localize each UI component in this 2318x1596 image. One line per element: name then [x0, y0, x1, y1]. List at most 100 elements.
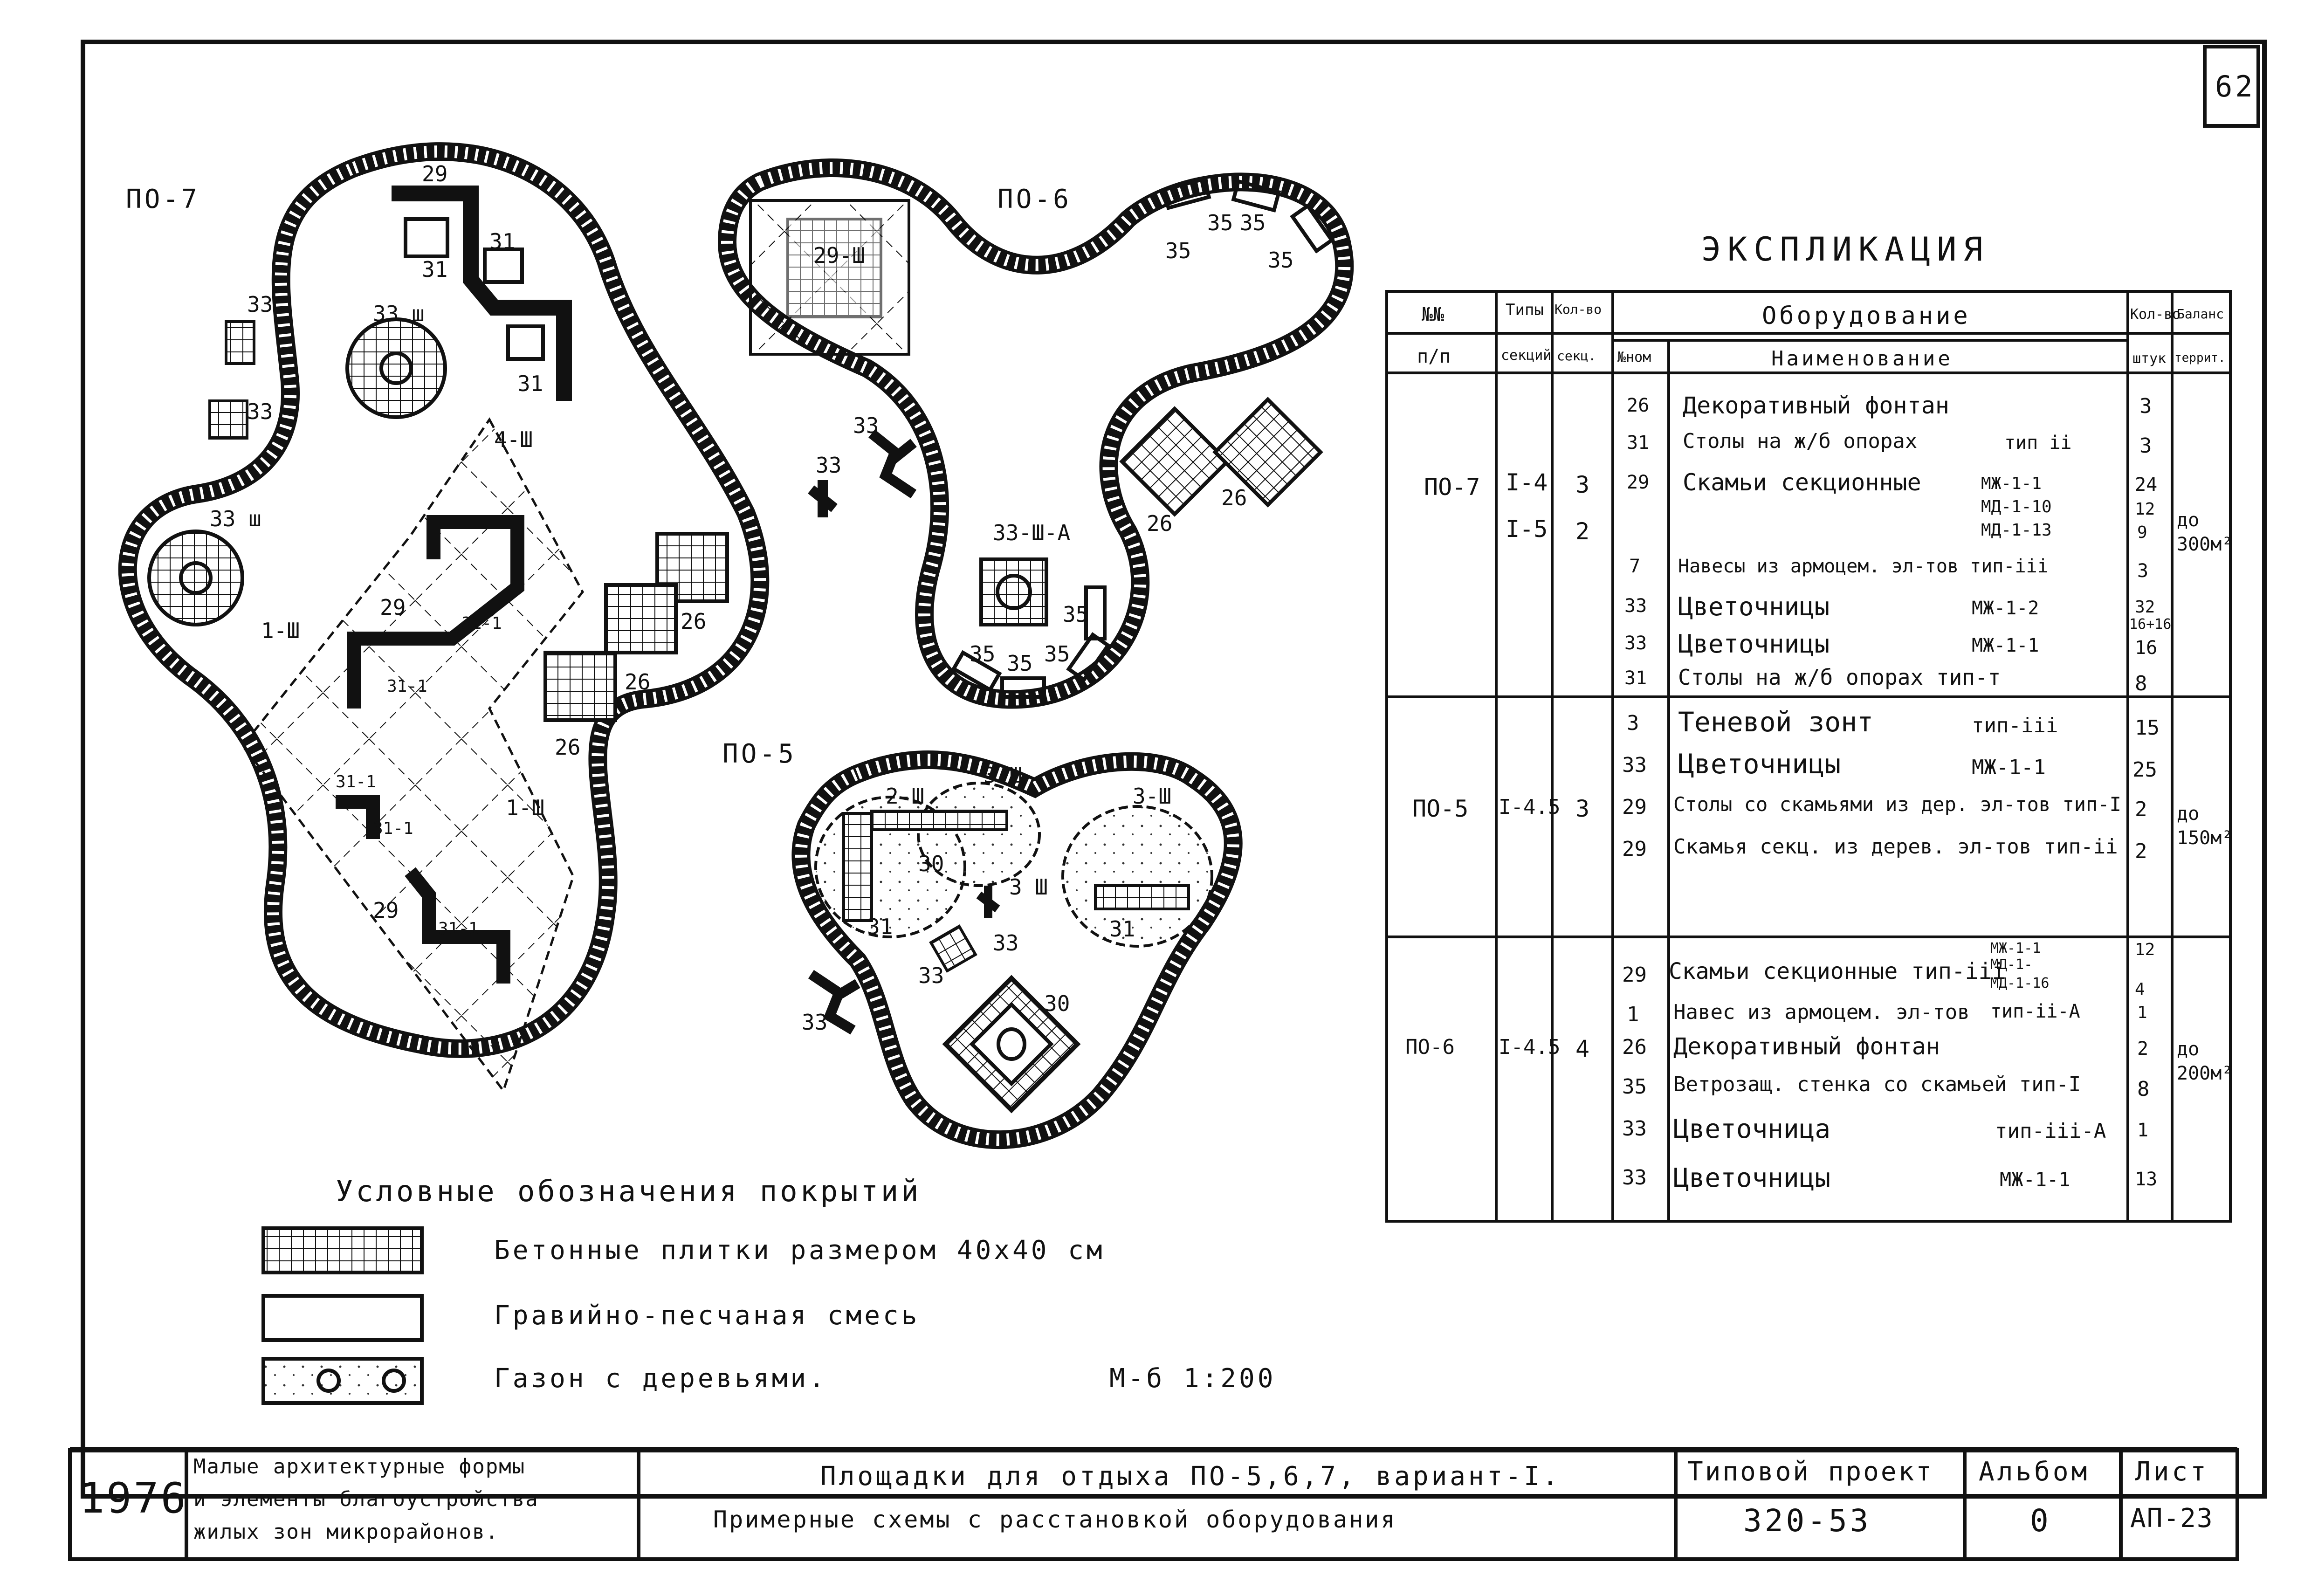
- plan-tag: 26: [1147, 511, 1173, 536]
- col-header-types2: секций: [1501, 347, 1552, 364]
- plan-tag: 4-Ш: [494, 427, 533, 452]
- plan-tag: 33: [853, 413, 879, 438]
- plan-tag: 30: [918, 851, 944, 876]
- legend-item-lawn: Газон с деревьями.: [494, 1363, 827, 1394]
- group-type: I-4.5: [1499, 795, 1561, 819]
- row-qty: 8: [2137, 1077, 2150, 1101]
- row-name: Скамьи секционные: [1683, 469, 1921, 496]
- row-name: Навес из армоцем. эл-тов: [1673, 1000, 1970, 1024]
- col-header-qty: Кол-во: [2130, 306, 2181, 323]
- row-qty: 8: [2135, 672, 2147, 695]
- row-type: МЖ-1-1: [1972, 756, 2046, 779]
- row-type: тип ii: [2004, 432, 2072, 454]
- row-name: Декоративный фонтан: [1673, 1033, 1940, 1060]
- plan-tag: 26: [681, 609, 707, 634]
- row-type: МД-1-: [1990, 956, 2033, 973]
- explication-title: ЭКСПЛИКАЦИЯ: [1701, 230, 1989, 268]
- plan-tag small: 31-1: [461, 614, 502, 633]
- col-header-types: Типы: [1506, 301, 1544, 319]
- explication-table-grid: [1385, 290, 2232, 1223]
- row-qty: 32: [2135, 598, 2155, 617]
- plan-tag: 26: [555, 735, 581, 760]
- row-no: 33: [1624, 633, 1647, 654]
- group-sections: 4: [1575, 1035, 1590, 1062]
- row-no: 29: [1622, 795, 1647, 819]
- row-qty: 2: [2135, 798, 2147, 821]
- plan-tag: 30: [1044, 991, 1070, 1016]
- row-name: Навесы из армоцем. эл-тов тип-iii: [1678, 556, 2049, 577]
- col-header-count2: секц.: [1557, 348, 1596, 364]
- album-label: Альбом: [1979, 1457, 2090, 1487]
- col-header-num2: п/п: [1417, 346, 1451, 367]
- row-type: МД-1-10: [1981, 497, 2052, 516]
- plan-tag: 31: [1109, 916, 1135, 942]
- plan-po6: [717, 158, 1354, 709]
- group-sections: 3: [1575, 471, 1590, 498]
- row-qty: 3: [2139, 394, 2152, 418]
- title-year: 1976: [79, 1474, 188, 1523]
- project-label: Типовой проект: [1687, 1457, 1934, 1487]
- group-id: ПО-6: [1405, 1035, 1455, 1059]
- title-subject-line: и элементы благоустройства: [193, 1487, 539, 1511]
- row-type: МЖ-1-1: [1981, 474, 2042, 493]
- row-name: Столы на ж/б опорах тип-т: [1678, 665, 2001, 690]
- plan-tag: 35: [1044, 641, 1070, 667]
- row-qty: 25: [2132, 758, 2157, 782]
- row-qty: 24: [2135, 474, 2158, 495]
- row-type: МД-1-13: [1981, 521, 2052, 540]
- row-qty: 2: [2137, 1038, 2149, 1059]
- row-qty: 16+16: [2129, 616, 2172, 633]
- group-balance: до 200м²: [2177, 1039, 2233, 1084]
- row-no: 3: [1627, 711, 1639, 735]
- row-qty: 3: [2137, 560, 2149, 582]
- row-qty: 2: [2135, 839, 2147, 863]
- plan-tag: 33: [918, 963, 944, 988]
- row-qty: 13: [2135, 1169, 2158, 1190]
- plan-tag: 33 ш: [373, 301, 425, 326]
- row-type: тип-iii-А: [1995, 1119, 2106, 1143]
- row-no: 29: [1627, 472, 1650, 493]
- plan-tag small: 31-1: [336, 772, 376, 791]
- row-name: Скамья секц. из дерев. эл-тов тип-ii: [1673, 835, 2118, 859]
- legend-swatch-lawn: [261, 1357, 424, 1405]
- row-name: Цветочницы: [1673, 1163, 1831, 1193]
- plan-label-po7: ПО-7: [126, 184, 200, 214]
- plan-label-po5: ПО-5: [722, 739, 797, 769]
- group-sections: 3: [1575, 795, 1590, 822]
- legend-swatch-gravel: [261, 1294, 424, 1342]
- plan-tag small: 31-1: [438, 919, 479, 938]
- row-qty: 9: [2137, 523, 2147, 542]
- row-type: МЖ-1-1: [1972, 635, 2039, 656]
- row-qty: 1: [2137, 1003, 2147, 1022]
- legend-item-tiles: Бетонные плитки размером 40х40 см: [494, 1235, 1105, 1266]
- row-no: 29: [1622, 963, 1647, 987]
- row-no: 1: [1627, 1003, 1639, 1026]
- col-header-qty2: штук: [2132, 351, 2167, 367]
- row-qty: 12: [2135, 500, 2155, 519]
- row-no: 33: [1622, 753, 1647, 777]
- row-no: 26: [1622, 1035, 1647, 1059]
- plan-tag small: 31-1: [373, 819, 413, 838]
- row-qty: 16: [2135, 637, 2158, 659]
- row-qty: 15: [2135, 716, 2160, 740]
- row-name: Цветочницы: [1678, 629, 1830, 659]
- plan-label-po6: ПО-6: [997, 184, 1072, 214]
- row-no: 33: [1622, 1166, 1647, 1190]
- title-subject-line: Малые архитектурные формы: [193, 1455, 526, 1479]
- plan-tag: 29: [422, 161, 448, 186]
- plan-tag: 1-Ш: [506, 795, 545, 820]
- row-no: 33: [1624, 595, 1647, 617]
- col-header-num: №№: [1422, 304, 1444, 325]
- group-id: ПО-7: [1424, 474, 1480, 501]
- plan-tag: 2-Ш: [886, 784, 925, 809]
- group-type: I-4.5: [1499, 1035, 1561, 1059]
- row-qty: 3: [2139, 434, 2152, 458]
- col-header-equipment: Оборудование: [1762, 302, 1971, 330]
- plan-tag: 33-Ш-А: [993, 520, 1071, 545]
- plan-tag: 33: [247, 399, 273, 424]
- plan-tag: 31: [489, 229, 516, 254]
- sheet-code: АП-23: [2130, 1503, 2214, 1534]
- row-name: Цветочницы: [1678, 592, 1830, 621]
- project-number: 320-53: [1743, 1503, 1871, 1539]
